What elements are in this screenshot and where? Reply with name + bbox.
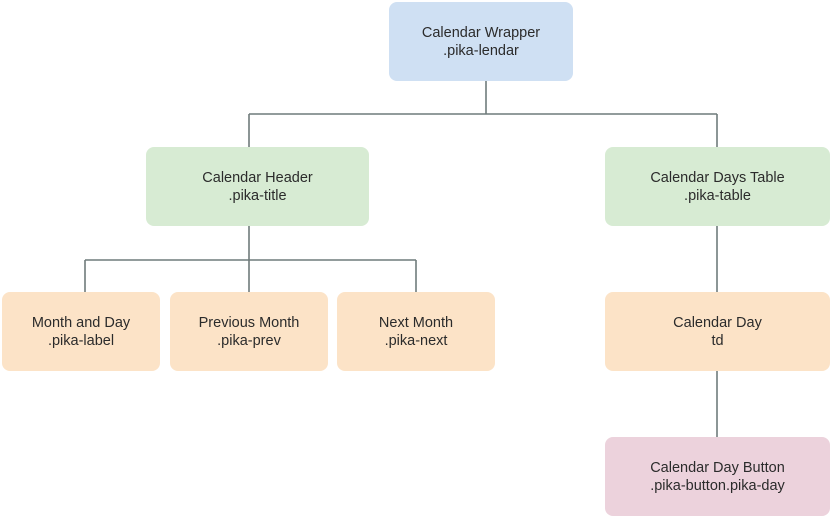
node-title: Calendar Header <box>202 169 313 186</box>
node-selector: .pika-next <box>384 332 448 349</box>
node-title: Previous Month <box>198 314 300 331</box>
node-previous-month: Previous Month .pika-prev <box>170 292 328 371</box>
node-selector: .pika-table <box>684 187 751 204</box>
node-selector: .pika-title <box>228 187 287 204</box>
node-selector: td <box>711 332 724 349</box>
node-calendar-header: Calendar Header .pika-title <box>146 147 369 226</box>
node-selector: .pika-lendar <box>443 42 519 59</box>
node-selector: .pika-button.pika-day <box>650 477 785 494</box>
node-calendar-days-table: Calendar Days Table .pika-table <box>605 147 830 226</box>
node-title: Calendar Day <box>673 314 762 331</box>
node-title: Calendar Wrapper <box>421 24 541 41</box>
node-calendar-wrapper: Calendar Wrapper .pika-lendar <box>389 2 573 81</box>
node-calendar-day-button: Calendar Day Button .pika-button.pika-da… <box>605 437 830 516</box>
node-selector: .pika-label <box>47 332 115 349</box>
node-selector: .pika-prev <box>217 332 281 349</box>
node-month-and-day: Month and Day .pika-label <box>2 292 160 371</box>
node-title: Calendar Days Table <box>650 169 785 186</box>
node-title: Calendar Day Button <box>650 459 785 476</box>
node-title: Next Month <box>378 314 454 331</box>
node-title: Month and Day <box>31 314 131 331</box>
node-calendar-day: Calendar Day td <box>605 292 830 371</box>
node-next-month: Next Month .pika-next <box>337 292 495 371</box>
